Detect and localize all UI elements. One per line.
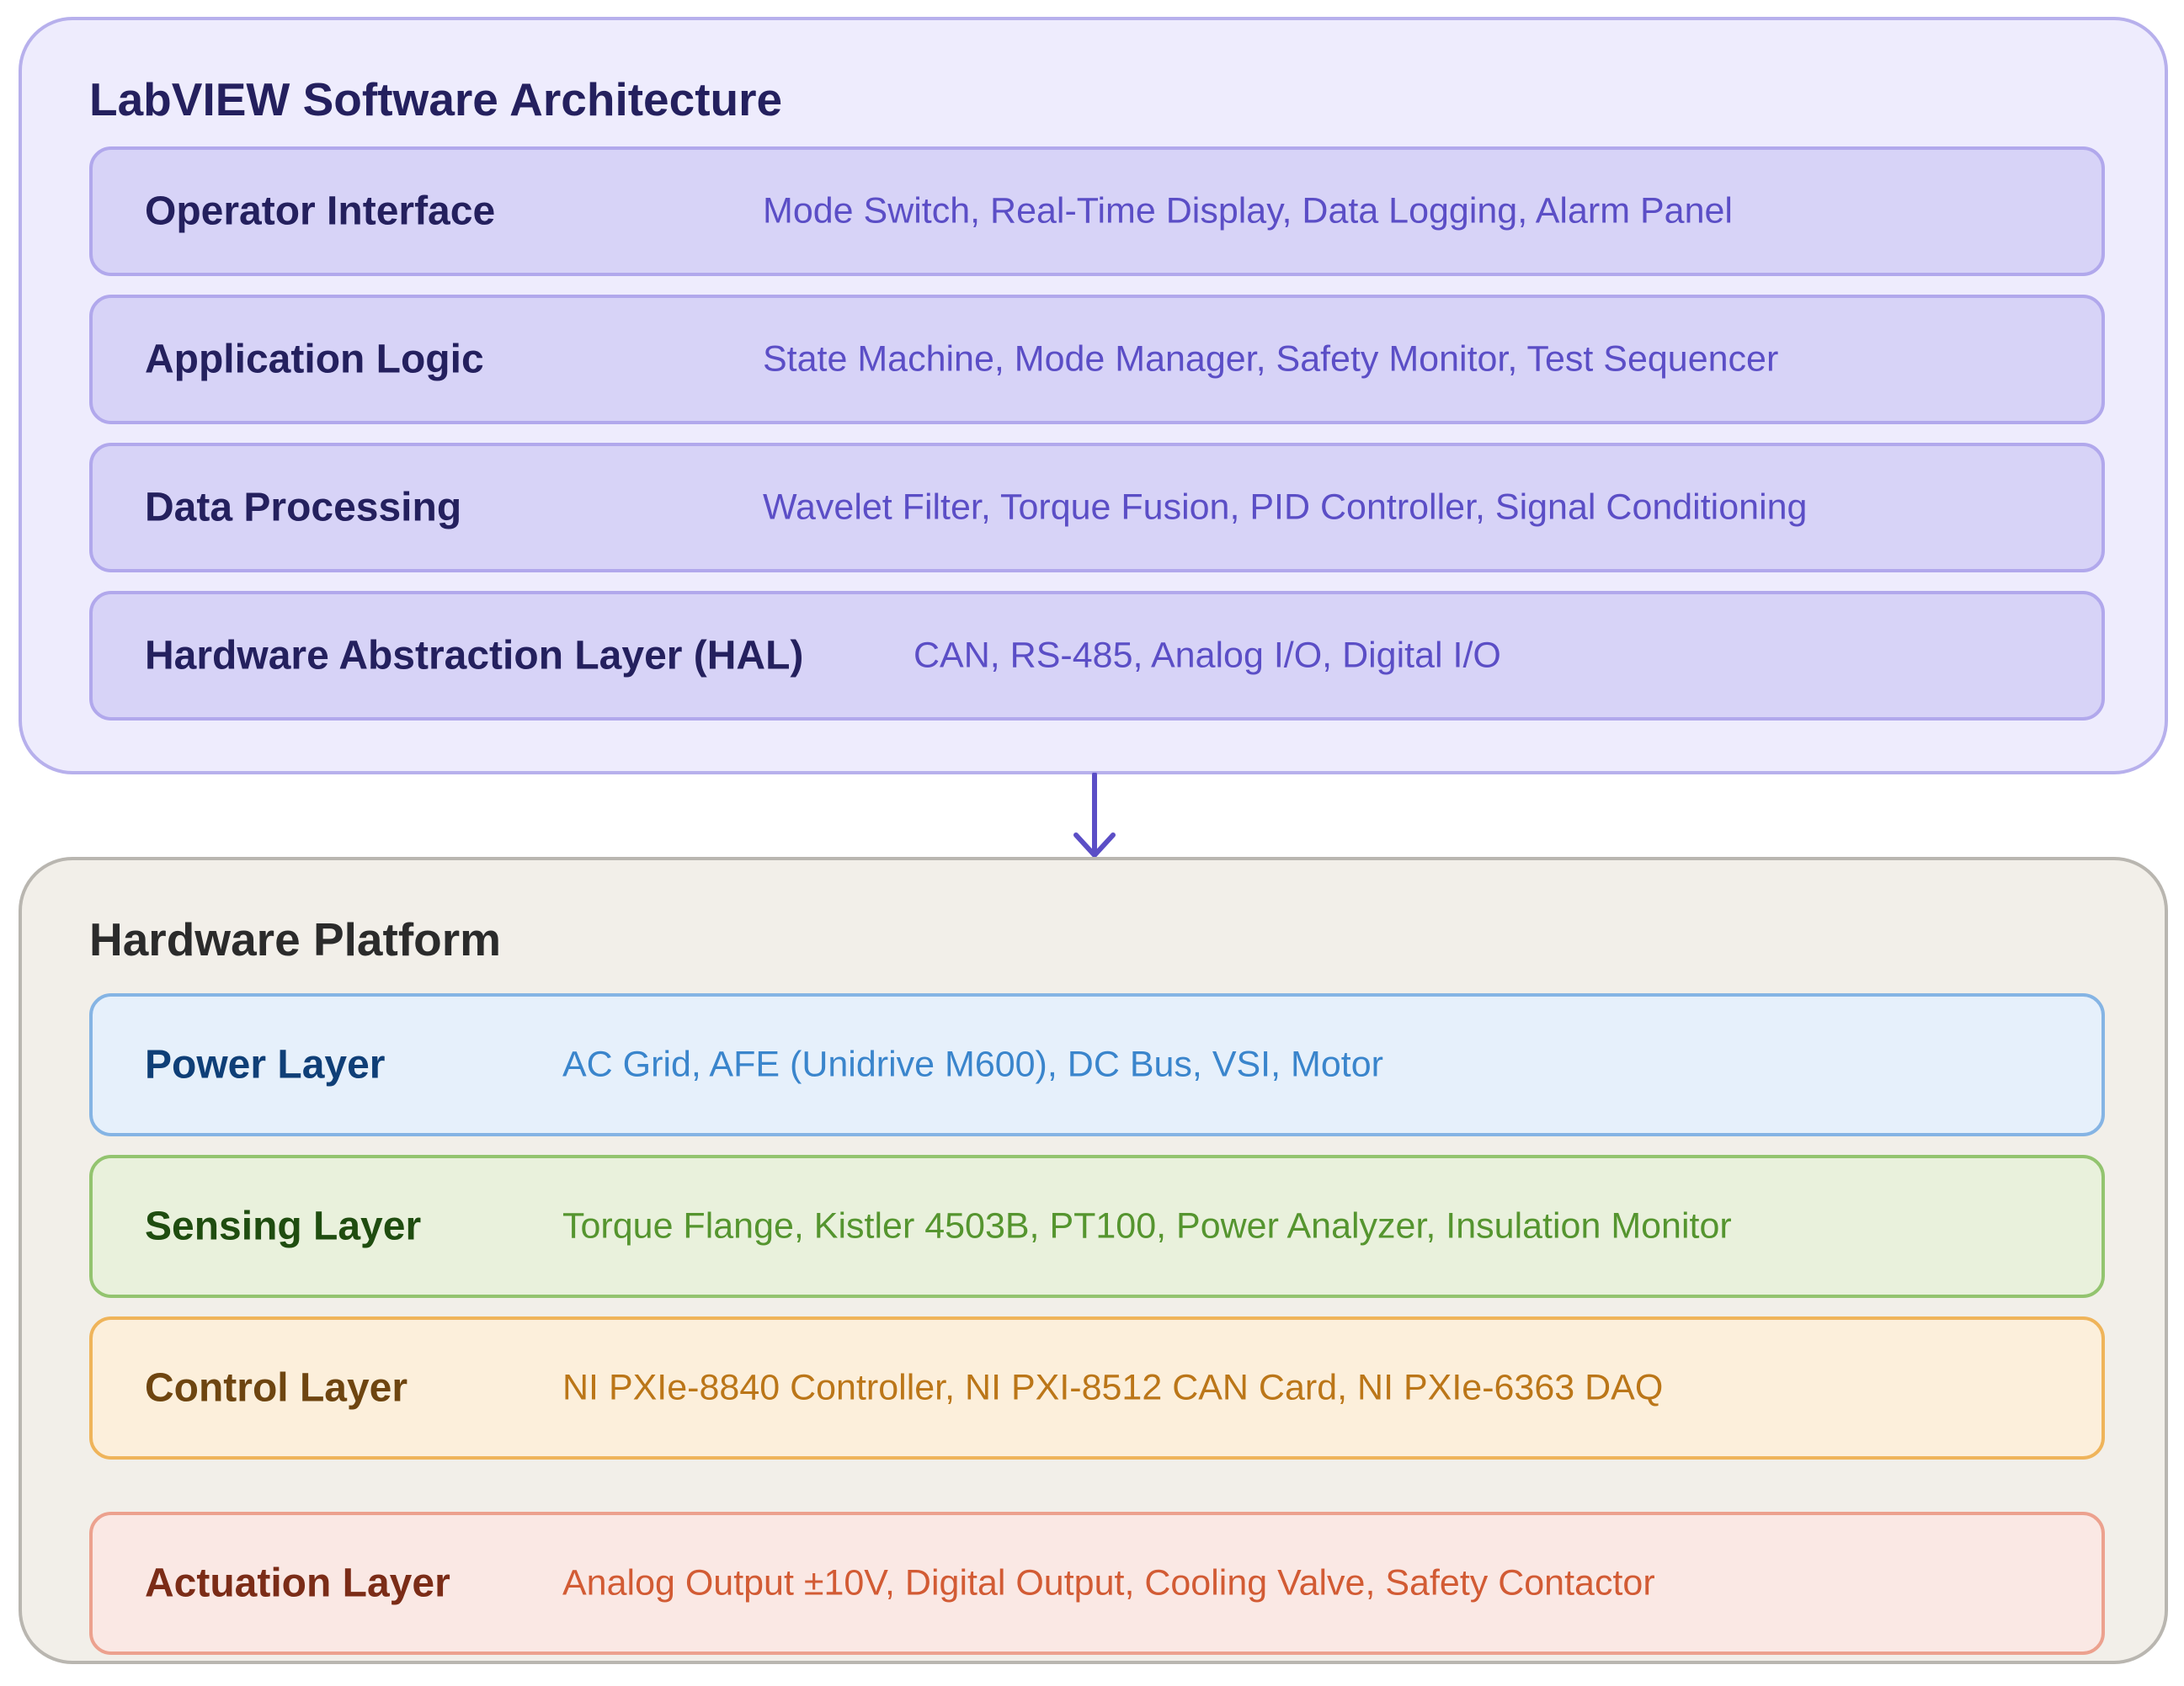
- layer-items: Wavelet Filter, Torque Fusion, PID Contr…: [763, 487, 1808, 528]
- layer-name: Control Layer: [145, 1365, 408, 1411]
- layer-name: Operator Interface: [145, 189, 496, 234]
- hardware-layer-control: Control Layer NI PXIe-8840 Controller, N…: [89, 1316, 2105, 1460]
- software-layer-data-processing: Data Processing Wavelet Filter, Torque F…: [89, 443, 2105, 572]
- hardware-layer-actuation: Actuation Layer Analog Output ±10V, Digi…: [89, 1512, 2105, 1655]
- hardware-layer-power: Power Layer AC Grid, AFE (Unidrive M600)…: [89, 993, 2105, 1136]
- layer-name: Data Processing: [145, 485, 462, 530]
- layer-items: NI PXIe-8840 Controller, NI PXI-8512 CAN…: [562, 1367, 1664, 1408]
- hardware-layer-sensing: Sensing Layer Torque Flange, Kistler 450…: [89, 1155, 2105, 1298]
- layer-name: Actuation Layer: [145, 1561, 450, 1606]
- down-arrow-icon: [1073, 773, 1116, 858]
- layer-items: AC Grid, AFE (Unidrive M600), DC Bus, VS…: [562, 1044, 1383, 1085]
- hardware-panel-title: Hardware Platform: [89, 913, 502, 965]
- software-panel-title: LabVIEW Software Architecture: [89, 73, 783, 125]
- layer-items: Mode Switch, Real-Time Display, Data Log…: [763, 190, 1733, 231]
- software-layer-application-logic: Application Logic State Machine, Mode Ma…: [89, 295, 2105, 424]
- layer-items: Analog Output ±10V, Digital Output, Cool…: [562, 1562, 1655, 1604]
- software-layer-hal: Hardware Abstraction Layer (HAL) CAN, RS…: [89, 591, 2105, 721]
- layer-name: Power Layer: [145, 1042, 386, 1088]
- layer-name: Sensing Layer: [145, 1204, 422, 1249]
- layer-items: State Machine, Mode Manager, Safety Moni…: [763, 338, 1779, 380]
- layer-items: CAN, RS-485, Analog I/O, Digital I/O: [914, 635, 1501, 676]
- hardware-platform-panel: Hardware Platform Power Layer AC Grid, A…: [19, 857, 2168, 1664]
- layer-name: Hardware Abstraction Layer (HAL): [145, 633, 804, 678]
- software-layer-operator-interface: Operator Interface Mode Switch, Real-Tim…: [89, 146, 2105, 276]
- layer-items: Torque Flange, Kistler 4503B, PT100, Pow…: [562, 1205, 1732, 1247]
- layer-name: Application Logic: [145, 337, 484, 382]
- software-architecture-panel: LabVIEW Software Architecture Operator I…: [19, 17, 2168, 774]
